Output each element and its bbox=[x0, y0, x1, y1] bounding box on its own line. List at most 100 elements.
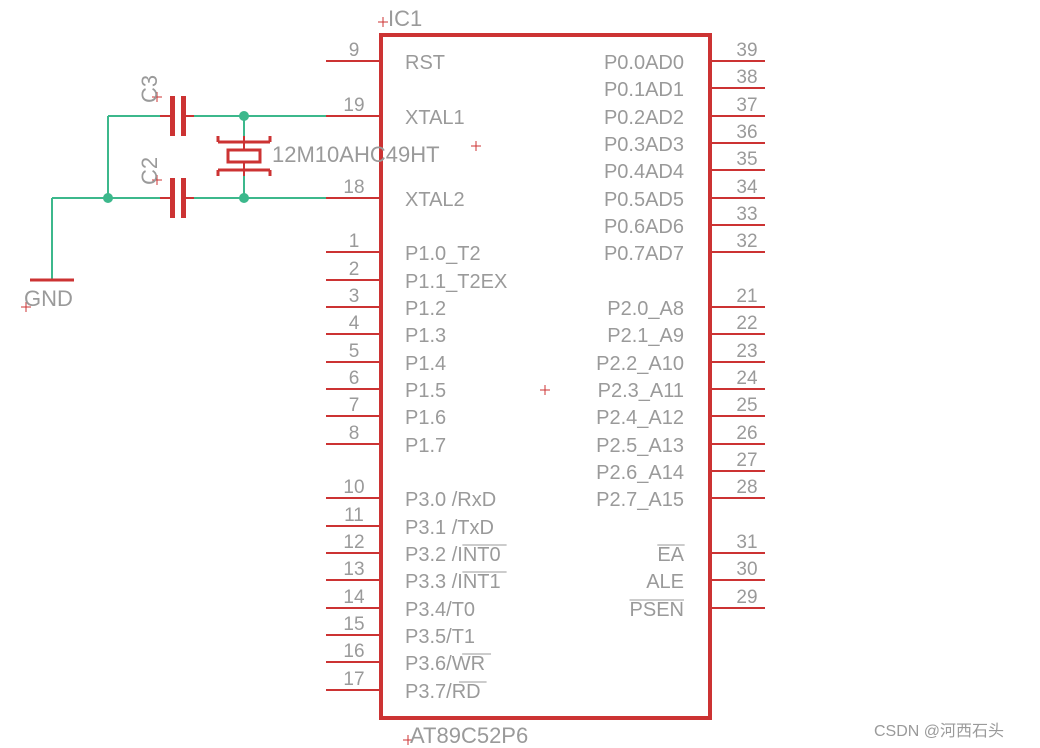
pin-number: 10 bbox=[343, 477, 364, 498]
pin-name: P2.5_A13 bbox=[596, 435, 684, 457]
pin-number: 14 bbox=[343, 587, 365, 608]
pin-number: 16 bbox=[343, 641, 364, 662]
pin-number: 8 bbox=[349, 423, 360, 444]
pin-name: P2.2_A10 bbox=[596, 353, 684, 375]
pin-name: P1.7 bbox=[405, 435, 446, 457]
pin-number: 6 bbox=[349, 368, 360, 389]
pin-number: 32 bbox=[736, 231, 757, 252]
pin-name: RST bbox=[405, 52, 445, 74]
pin-name: P1.3 bbox=[405, 325, 446, 347]
gnd-label: GND bbox=[24, 286, 73, 311]
pin-name: P0.4AD4 bbox=[604, 161, 684, 183]
pin-number: 15 bbox=[343, 614, 364, 635]
pin-name: P3.1 /TxD bbox=[405, 517, 494, 539]
ic-pins: 9RST19XTAL118XTAL21P1.0_T22P1.1_T2EX3P1.… bbox=[326, 40, 765, 703]
pin-name: P1.6 bbox=[405, 407, 446, 429]
c3-origin-mark bbox=[152, 92, 162, 102]
pin-number: 27 bbox=[736, 450, 757, 471]
pin-name: P3.3 /INT1 bbox=[405, 571, 501, 593]
junction-dot bbox=[239, 193, 249, 203]
pin-name: P3.2 /INT0 bbox=[405, 544, 501, 566]
pin-name: P0.3AD3 bbox=[604, 134, 684, 156]
crystal-symbol bbox=[216, 136, 272, 176]
pin-number: 26 bbox=[736, 423, 757, 444]
pin-name: P1.1_T2EX bbox=[405, 271, 507, 293]
junction-dot bbox=[239, 111, 249, 121]
pin-number: 4 bbox=[349, 313, 360, 334]
ic-part-number: AT89C52P6 bbox=[410, 723, 528, 748]
pin-name: P3.5/T1 bbox=[405, 626, 475, 648]
pin-number: 31 bbox=[736, 532, 757, 553]
pin-name: P2.4_A12 bbox=[596, 407, 684, 429]
pin-number: 17 bbox=[343, 669, 364, 690]
crystal-origin-mark bbox=[471, 141, 481, 151]
pin-number: 36 bbox=[736, 122, 757, 143]
pin-number: 21 bbox=[736, 286, 757, 307]
pin-number: 3 bbox=[349, 286, 360, 307]
pin-name: P1.5 bbox=[405, 380, 446, 402]
pin-number: 2 bbox=[349, 259, 360, 280]
pin-number: 5 bbox=[349, 341, 360, 362]
gnd-origin-mark bbox=[21, 302, 31, 312]
pin-number: 33 bbox=[736, 204, 757, 225]
pin-number: 24 bbox=[736, 368, 758, 389]
pin-number: 13 bbox=[343, 559, 364, 580]
pin-name: P1.2 bbox=[405, 298, 446, 320]
ic-reference: IC1 bbox=[388, 6, 422, 31]
pin-number: 29 bbox=[736, 587, 757, 608]
pin-name: P2.7_A15 bbox=[596, 489, 684, 511]
pin-name: P3.0 /RxD bbox=[405, 489, 496, 511]
pin-name: P3.4/T0 bbox=[405, 599, 475, 621]
ic-origin-mark bbox=[540, 385, 550, 395]
pin-name: P0.1AD1 bbox=[604, 79, 684, 101]
pin-number: 19 bbox=[343, 95, 364, 116]
capacitor-c2 bbox=[160, 178, 194, 218]
parts bbox=[21, 17, 712, 745]
cap-plate bbox=[170, 96, 175, 136]
pin-number: 7 bbox=[349, 395, 360, 416]
pin-name: P0.2AD2 bbox=[604, 107, 684, 129]
pin-number: 30 bbox=[736, 559, 757, 580]
c3-label: C3 bbox=[137, 75, 162, 103]
pin-name: EA bbox=[657, 544, 684, 566]
pin-name: P0.6AD6 bbox=[604, 216, 684, 238]
junction-dot bbox=[103, 193, 113, 203]
labels: IC1 AT89C52P6 12M10AHC49HT GND C3 C2 CSD… bbox=[24, 6, 1004, 748]
pin-name: P0.7AD7 bbox=[604, 243, 684, 265]
pin-number: 9 bbox=[349, 40, 360, 61]
pin-number: 11 bbox=[344, 505, 364, 526]
pin-number: 35 bbox=[736, 149, 757, 170]
cap-plate bbox=[170, 178, 175, 218]
pin-number: 34 bbox=[736, 177, 758, 198]
pin-name: P0.0AD0 bbox=[604, 52, 684, 74]
wires bbox=[51, 111, 326, 280]
watermark: CSDN @河西石头 bbox=[874, 722, 1004, 740]
pin-number: 18 bbox=[343, 177, 364, 198]
cap-plate bbox=[181, 96, 186, 136]
pin-name: PSEN bbox=[630, 599, 684, 621]
pin-number: 39 bbox=[736, 40, 757, 61]
pin-name: ALE bbox=[646, 571, 684, 593]
pin-number: 12 bbox=[343, 532, 364, 553]
c2-label: C2 bbox=[137, 157, 162, 185]
crystal-body bbox=[226, 148, 262, 164]
pin-name: P1.0_T2 bbox=[405, 243, 481, 265]
pin-number: 38 bbox=[736, 67, 757, 88]
pin-number: 25 bbox=[736, 395, 757, 416]
pin-number: 28 bbox=[736, 477, 757, 498]
pin-name: P2.6_A14 bbox=[596, 462, 684, 484]
pin-name: P2.1_A9 bbox=[607, 325, 684, 347]
pin-number: 37 bbox=[736, 95, 757, 116]
pin-number: 1 bbox=[349, 231, 360, 252]
ic-ref-anchor bbox=[378, 17, 388, 27]
pin-name: P2.3_A11 bbox=[598, 380, 684, 402]
ic-body bbox=[379, 33, 712, 720]
pin-name: P0.5AD5 bbox=[604, 189, 684, 211]
pin-name: XTAL1 bbox=[405, 107, 465, 129]
pin-number: 22 bbox=[736, 313, 757, 334]
pin-name: P3.7/RD bbox=[405, 681, 481, 703]
pin-number: 23 bbox=[736, 341, 757, 362]
crystal-value: 12M10AHC49HT bbox=[272, 142, 440, 167]
pin-name: P3.6/WR bbox=[405, 653, 485, 675]
